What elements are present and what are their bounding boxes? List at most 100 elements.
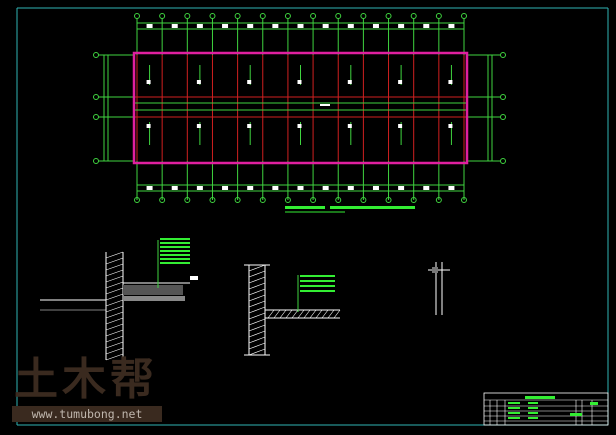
wall-hatch (248, 270, 266, 278)
axis-bubble (234, 13, 241, 19)
slab-hatch (315, 309, 323, 319)
axis-bubble (335, 197, 342, 203)
dimension-text (272, 24, 279, 28)
axis-bubble (234, 197, 241, 203)
axis-bubble (184, 197, 191, 203)
axis-bubble (500, 94, 506, 100)
wall-hatch (105, 269, 124, 277)
dimension-text (146, 24, 153, 28)
axis-bubble (284, 197, 291, 203)
gravel-layer (123, 296, 185, 301)
dimension-text (222, 24, 229, 28)
wall-hatch (105, 257, 124, 265)
axis-bubble (209, 197, 216, 203)
level-mark (190, 276, 198, 280)
axis-bubble (461, 13, 467, 19)
title-block-text (528, 412, 538, 414)
dimension-text (448, 186, 455, 190)
column-label (347, 124, 352, 128)
layer-note (300, 290, 335, 292)
column-label (146, 124, 151, 128)
dimension-text (372, 186, 379, 190)
dimension-text (398, 24, 405, 28)
wall-hatch (105, 347, 124, 355)
dimension-text (272, 186, 279, 190)
layer-note (160, 250, 190, 252)
dimension-text (448, 24, 455, 28)
axis-bubble (284, 13, 291, 19)
dimension-text (322, 186, 329, 190)
axis-bubble (93, 114, 99, 120)
dimension-text (247, 24, 254, 28)
watermark-logo: 土木帮 (14, 354, 158, 405)
plan-note (330, 206, 415, 209)
center-mark (320, 104, 330, 106)
wall-hatch (105, 341, 124, 349)
axis-bubble (159, 197, 166, 203)
wall-hatch (248, 330, 266, 338)
wall-hatch (248, 342, 266, 350)
axis-bubble (310, 197, 317, 203)
wall-hatch (105, 251, 124, 259)
slab-hatch (291, 309, 299, 319)
wall-hatch (248, 312, 266, 320)
column-label (196, 124, 201, 128)
wall-hatch (248, 306, 266, 314)
dimension-text (347, 24, 354, 28)
dimension-text (171, 24, 178, 28)
wall-hatch (105, 305, 124, 313)
dimension-text (196, 186, 203, 190)
wall-hatch (105, 329, 124, 337)
axis-bubble (410, 13, 417, 19)
wall-hatch (105, 299, 124, 307)
wall-hatch (105, 263, 124, 271)
wall-hatch (248, 294, 266, 302)
column-label (297, 124, 302, 128)
wall-hatch (105, 317, 124, 325)
title-block-name (525, 396, 555, 399)
dimension-text (423, 186, 430, 190)
wall-hatch (105, 323, 124, 331)
axis-bubble (159, 13, 166, 19)
axis-bubble (500, 158, 506, 164)
axis-bubble (500, 52, 506, 58)
slab-hatch (279, 309, 287, 319)
slab-hatch (309, 309, 317, 319)
title-block-text (508, 402, 520, 404)
wall-hatch (105, 311, 124, 319)
dimension-text (146, 186, 153, 190)
axis-bubble (93, 52, 99, 58)
axis-bubble (184, 13, 191, 19)
axis-bubble (259, 197, 266, 203)
axis-bubble (461, 197, 467, 203)
slab-hatch (273, 309, 281, 319)
watermark-url: www.tumubong.net (12, 406, 162, 422)
axis-bubble (435, 13, 442, 19)
axis-bubble (259, 13, 266, 19)
axis-bubble (209, 13, 216, 19)
title-block-text (570, 413, 582, 416)
dimension-text (297, 186, 304, 190)
wall-hatch (105, 287, 124, 295)
slab-hatch (303, 309, 311, 319)
wall-hatch (248, 282, 266, 290)
dimension-text (222, 186, 229, 190)
layer-note (160, 262, 190, 264)
dimension-text (423, 24, 430, 28)
column-label (398, 124, 403, 128)
title-block-text (508, 417, 520, 419)
axis-bubble (410, 197, 417, 203)
column-label (347, 80, 352, 84)
dimension-text (398, 186, 405, 190)
wall-hatch (105, 275, 124, 283)
dimension-text (322, 24, 329, 28)
axis-bubble (93, 158, 99, 164)
plan-title (285, 206, 325, 209)
slab (123, 285, 183, 295)
dimension-text (171, 186, 178, 190)
wall-hatch (248, 336, 266, 344)
wall-hatch (105, 335, 124, 343)
layer-note (160, 246, 190, 248)
